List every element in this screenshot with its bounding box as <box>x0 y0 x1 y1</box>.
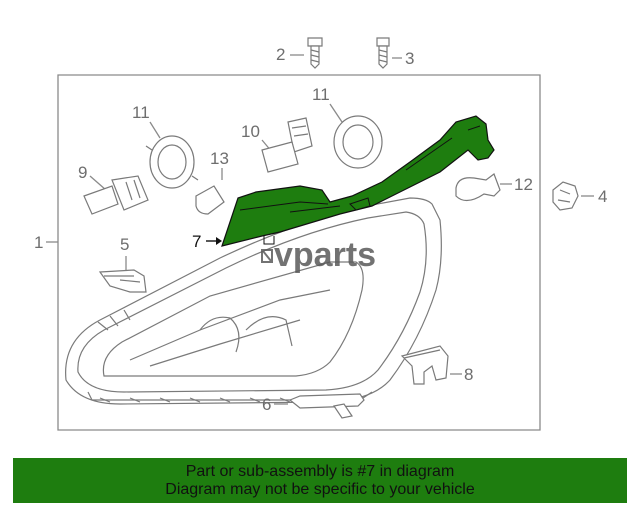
parts-diagram: 1 2 3 4 11 9 10 <box>34 37 607 431</box>
callout-11-right: 11 <box>312 85 330 104</box>
callout-9: 9 <box>78 163 87 182</box>
callout-2: 2 <box>276 45 285 64</box>
callout-4: 4 <box>598 187 607 206</box>
banner-line-2: Diagram may not be specific to your vehi… <box>165 480 475 498</box>
callout-6: 6 <box>262 395 271 414</box>
part-7-highlighted: 7 <box>192 115 495 251</box>
banner-line-1: Part or sub-assembly is #7 in diagram <box>185 462 455 480</box>
bulb-13: 13 <box>195 149 229 215</box>
callout-10: 10 <box>241 122 260 141</box>
callout-13: 13 <box>210 149 229 168</box>
callout-12: 12 <box>514 175 533 194</box>
screw-2: 2 <box>276 37 323 69</box>
strip-6: 6 <box>262 393 365 419</box>
clip-4: 4 <box>552 181 607 211</box>
svg-text:vparts: vparts <box>274 236 376 274</box>
callout-8: 8 <box>464 365 473 384</box>
callout-5: 5 <box>120 235 129 254</box>
bulb-9: 9 <box>78 163 149 215</box>
part-7-shape <box>221 115 495 247</box>
bracket-5: 5 <box>98 235 147 293</box>
callout-11-left: 11 <box>132 103 150 122</box>
bulb-10: 10 <box>241 117 313 173</box>
callout-1: 1 <box>34 233 43 252</box>
bulb-cap-11-left: 11 <box>132 103 199 189</box>
bracket-8: 8 <box>400 345 473 385</box>
watermark-logo: vparts <box>261 236 376 274</box>
info-banner: Part or sub-assembly is #7 in diagram Di… <box>13 458 627 503</box>
bulb-12: 12 <box>455 173 533 202</box>
callout-3: 3 <box>405 49 414 68</box>
assembly-frame <box>57 74 541 431</box>
screw-3: 3 <box>376 37 414 69</box>
bulb-cap-11-right: 11 <box>312 85 383 169</box>
callout-7: 7 <box>192 232 201 251</box>
